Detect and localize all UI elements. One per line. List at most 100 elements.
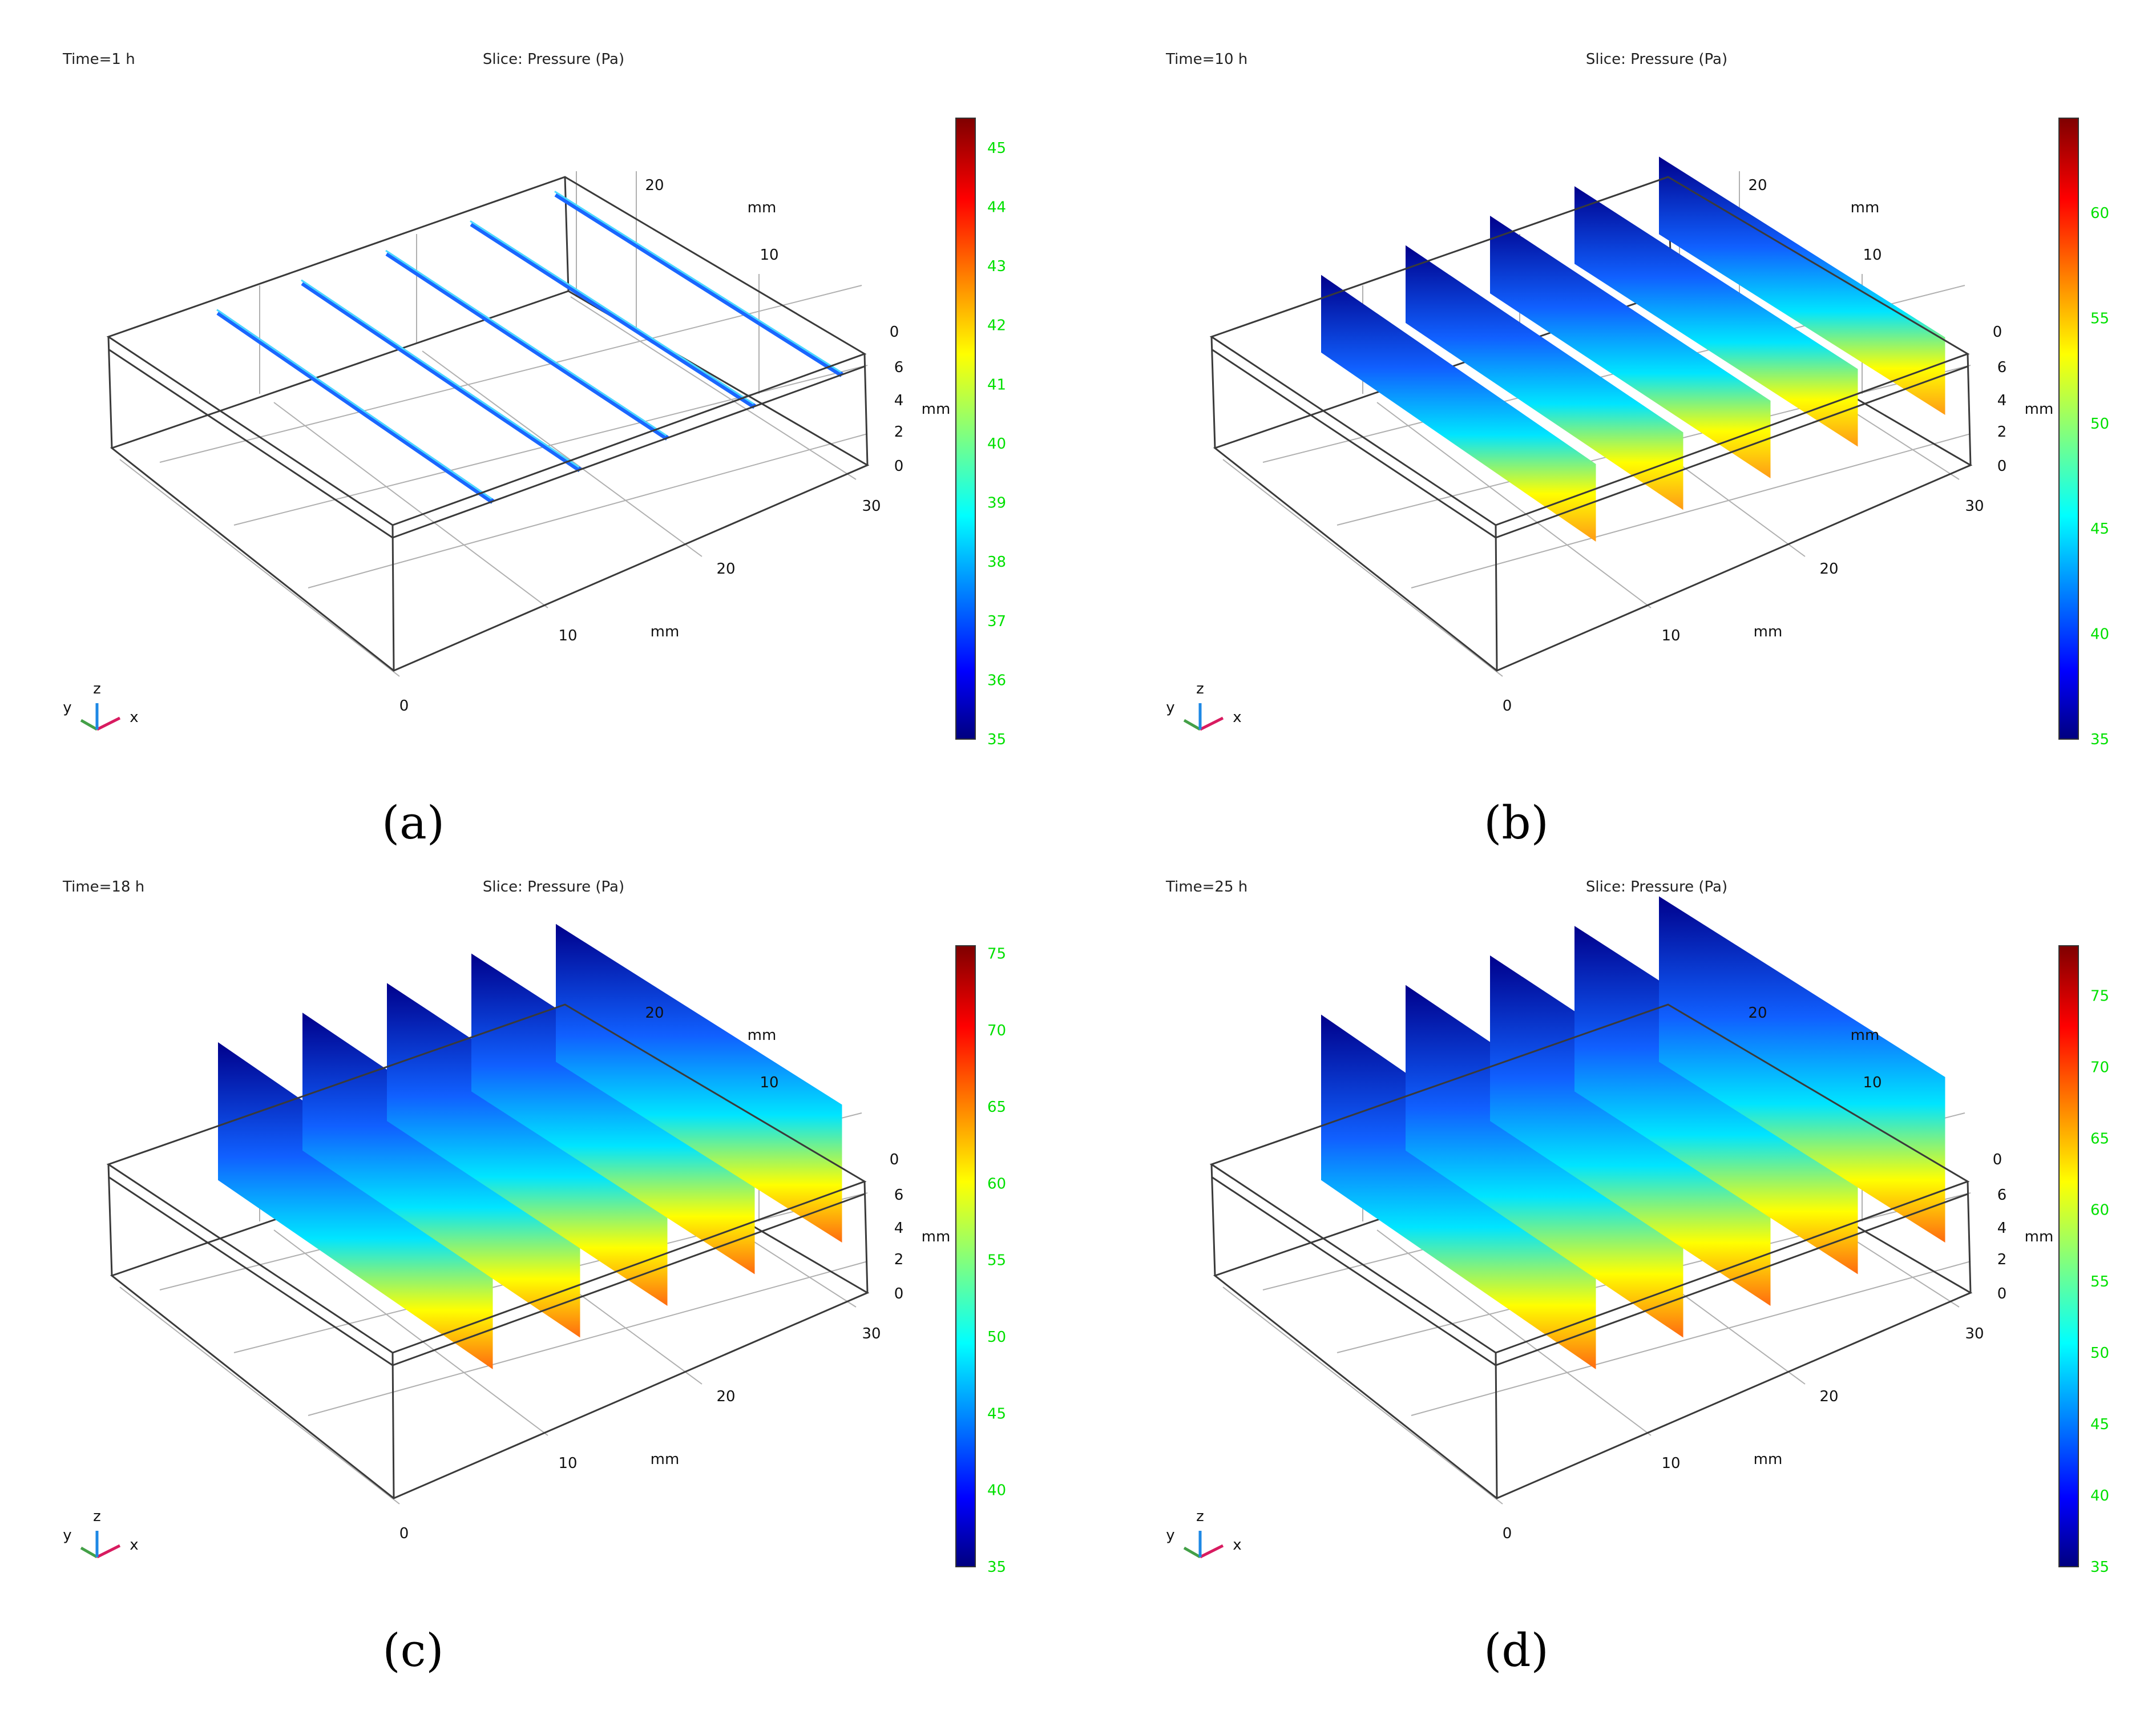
- pressure-slice: [1406, 245, 1683, 510]
- x-tick-label: 30: [1965, 1325, 1984, 1342]
- pressure-slice: [470, 221, 756, 409]
- colorbar-tick-label: 60: [2090, 1202, 2109, 1219]
- colorbar-tick-label: 55: [2090, 1273, 2109, 1290]
- triad-x-label: x: [1233, 709, 1241, 726]
- colorbar-tick-label: 75: [987, 945, 1006, 962]
- z-tick-label: 6: [894, 1187, 904, 1204]
- triad-x-arrow: [96, 716, 121, 731]
- colorbar-tick-label: 45: [987, 1405, 1006, 1422]
- colorbar-tick-label: 65: [987, 1099, 1006, 1116]
- pressure-slice: [387, 983, 668, 1306]
- pressure-slice: [1574, 186, 1858, 447]
- z-tick-label: 0: [894, 1285, 904, 1302]
- floor-grid-line: [1411, 1261, 1971, 1416]
- box-edge: [391, 525, 395, 671]
- time-label: Time=10 h: [1165, 51, 1247, 68]
- triad-x-label: x: [130, 709, 138, 726]
- pressure-slice: [301, 281, 582, 473]
- colorbar-tick-label: 35: [987, 1559, 1006, 1576]
- colorbar-tick-label: 60: [987, 1175, 1006, 1192]
- x-tick-label: 20: [716, 1388, 735, 1405]
- box-edge: [1495, 1193, 1968, 1366]
- y-unit-label: mm: [1851, 199, 1880, 216]
- caption-d: (d): [1484, 1624, 1549, 1677]
- colorbar-tick-label: 35: [2090, 1559, 2109, 1576]
- box-edge: [108, 1176, 393, 1366]
- triad-y-label: y: [1166, 699, 1174, 716]
- x-unit-label: mm: [1754, 623, 1783, 640]
- pressure-slice-highlight: [554, 191, 842, 373]
- y-tick-label: 10: [760, 247, 778, 264]
- floor-grid-line: [273, 1229, 548, 1436]
- triad-y-arrow: [1183, 719, 1201, 731]
- x-tick-label: 0: [1503, 1525, 1512, 1542]
- pressure-slice-highlight: [301, 279, 580, 468]
- box-edge: [1967, 353, 1972, 466]
- plot-title: Slice: Pressure (Pa): [483, 51, 624, 68]
- x-tick-label: 10: [558, 627, 577, 644]
- triad-y-label: y: [63, 1527, 71, 1544]
- pressure-slice: [1659, 156, 1945, 415]
- plot-title: Slice: Pressure (Pa): [1586, 878, 1727, 896]
- box-edge: [1211, 1176, 1496, 1366]
- z-unit-label: mm: [922, 401, 951, 418]
- y-tick-label: 10: [1863, 247, 1882, 264]
- triad-z-label: z: [93, 680, 101, 697]
- time-label: Time=1 h: [62, 51, 135, 68]
- pressure-slice: [302, 1013, 580, 1338]
- colorbar-tick-label: 50: [2090, 416, 2109, 433]
- colorbar-tick-label: 35: [987, 731, 1006, 748]
- z-tick-label: 4: [894, 1220, 904, 1237]
- pressure-slice-highlight: [216, 309, 492, 500]
- colorbar-tick-label: 41: [987, 376, 1006, 393]
- x-tick-label: 0: [399, 697, 409, 715]
- z-tick-label: 2: [894, 424, 904, 441]
- z-unit-label: mm: [2025, 1228, 2054, 1245]
- floor-grid-line: [119, 1286, 400, 1505]
- colorbar-tick-label: 38: [987, 554, 1006, 571]
- pressure-slice-highlight: [385, 249, 667, 437]
- axis-triad: xyz: [1166, 680, 1242, 731]
- x-tick-label: 0: [399, 1525, 409, 1542]
- y-tick-label: 20: [1748, 1005, 1767, 1022]
- caption-b: (b): [1484, 796, 1549, 849]
- box-edge: [1210, 336, 1216, 449]
- colorbar-tick-label: 45: [2090, 1416, 2109, 1433]
- colorbar-tick-label: 36: [987, 672, 1006, 689]
- floor-grid-line: [308, 433, 868, 588]
- floor-grid-line: [422, 350, 702, 557]
- triad-x-arrow: [96, 1544, 121, 1559]
- y-unit-label: mm: [1851, 1027, 1880, 1044]
- y-tick-label: 0: [890, 324, 899, 341]
- x-tick-label: 20: [1819, 1388, 1838, 1405]
- pressure-slice: [1321, 1014, 1596, 1369]
- z-tick-label: 0: [894, 458, 904, 475]
- colorbar-tick-label: 40: [987, 1482, 1006, 1499]
- pressure-slice: [1321, 275, 1596, 542]
- y-tick-label: 0: [890, 1151, 899, 1168]
- z-unit-label: mm: [2025, 401, 2054, 418]
- colorbar-tick-label: 70: [2090, 1059, 2109, 1076]
- z-tick-label: 2: [894, 1251, 904, 1268]
- floor-grid-line: [119, 459, 400, 677]
- colorbar-tick-label: 60: [2090, 205, 2109, 222]
- colorbar-tick-label: 43: [987, 258, 1006, 275]
- y-tick-label: 10: [1863, 1074, 1882, 1091]
- colorbar: [955, 945, 976, 1567]
- box-edge: [1211, 348, 1496, 539]
- y-tick-label: 0: [1993, 324, 2002, 341]
- box-edge: [392, 365, 865, 539]
- pressure-slice: [471, 953, 755, 1275]
- plot-title: Slice: Pressure (Pa): [483, 878, 624, 896]
- triad-y-arrow: [1183, 1546, 1201, 1559]
- colorbar-tick-label: 42: [987, 317, 1006, 334]
- x-unit-label: mm: [1754, 1451, 1783, 1468]
- z-tick-label: 0: [1997, 458, 2007, 475]
- floor-grid-line: [1376, 402, 1652, 608]
- colorbar-tick-label: 40: [2090, 1487, 2109, 1505]
